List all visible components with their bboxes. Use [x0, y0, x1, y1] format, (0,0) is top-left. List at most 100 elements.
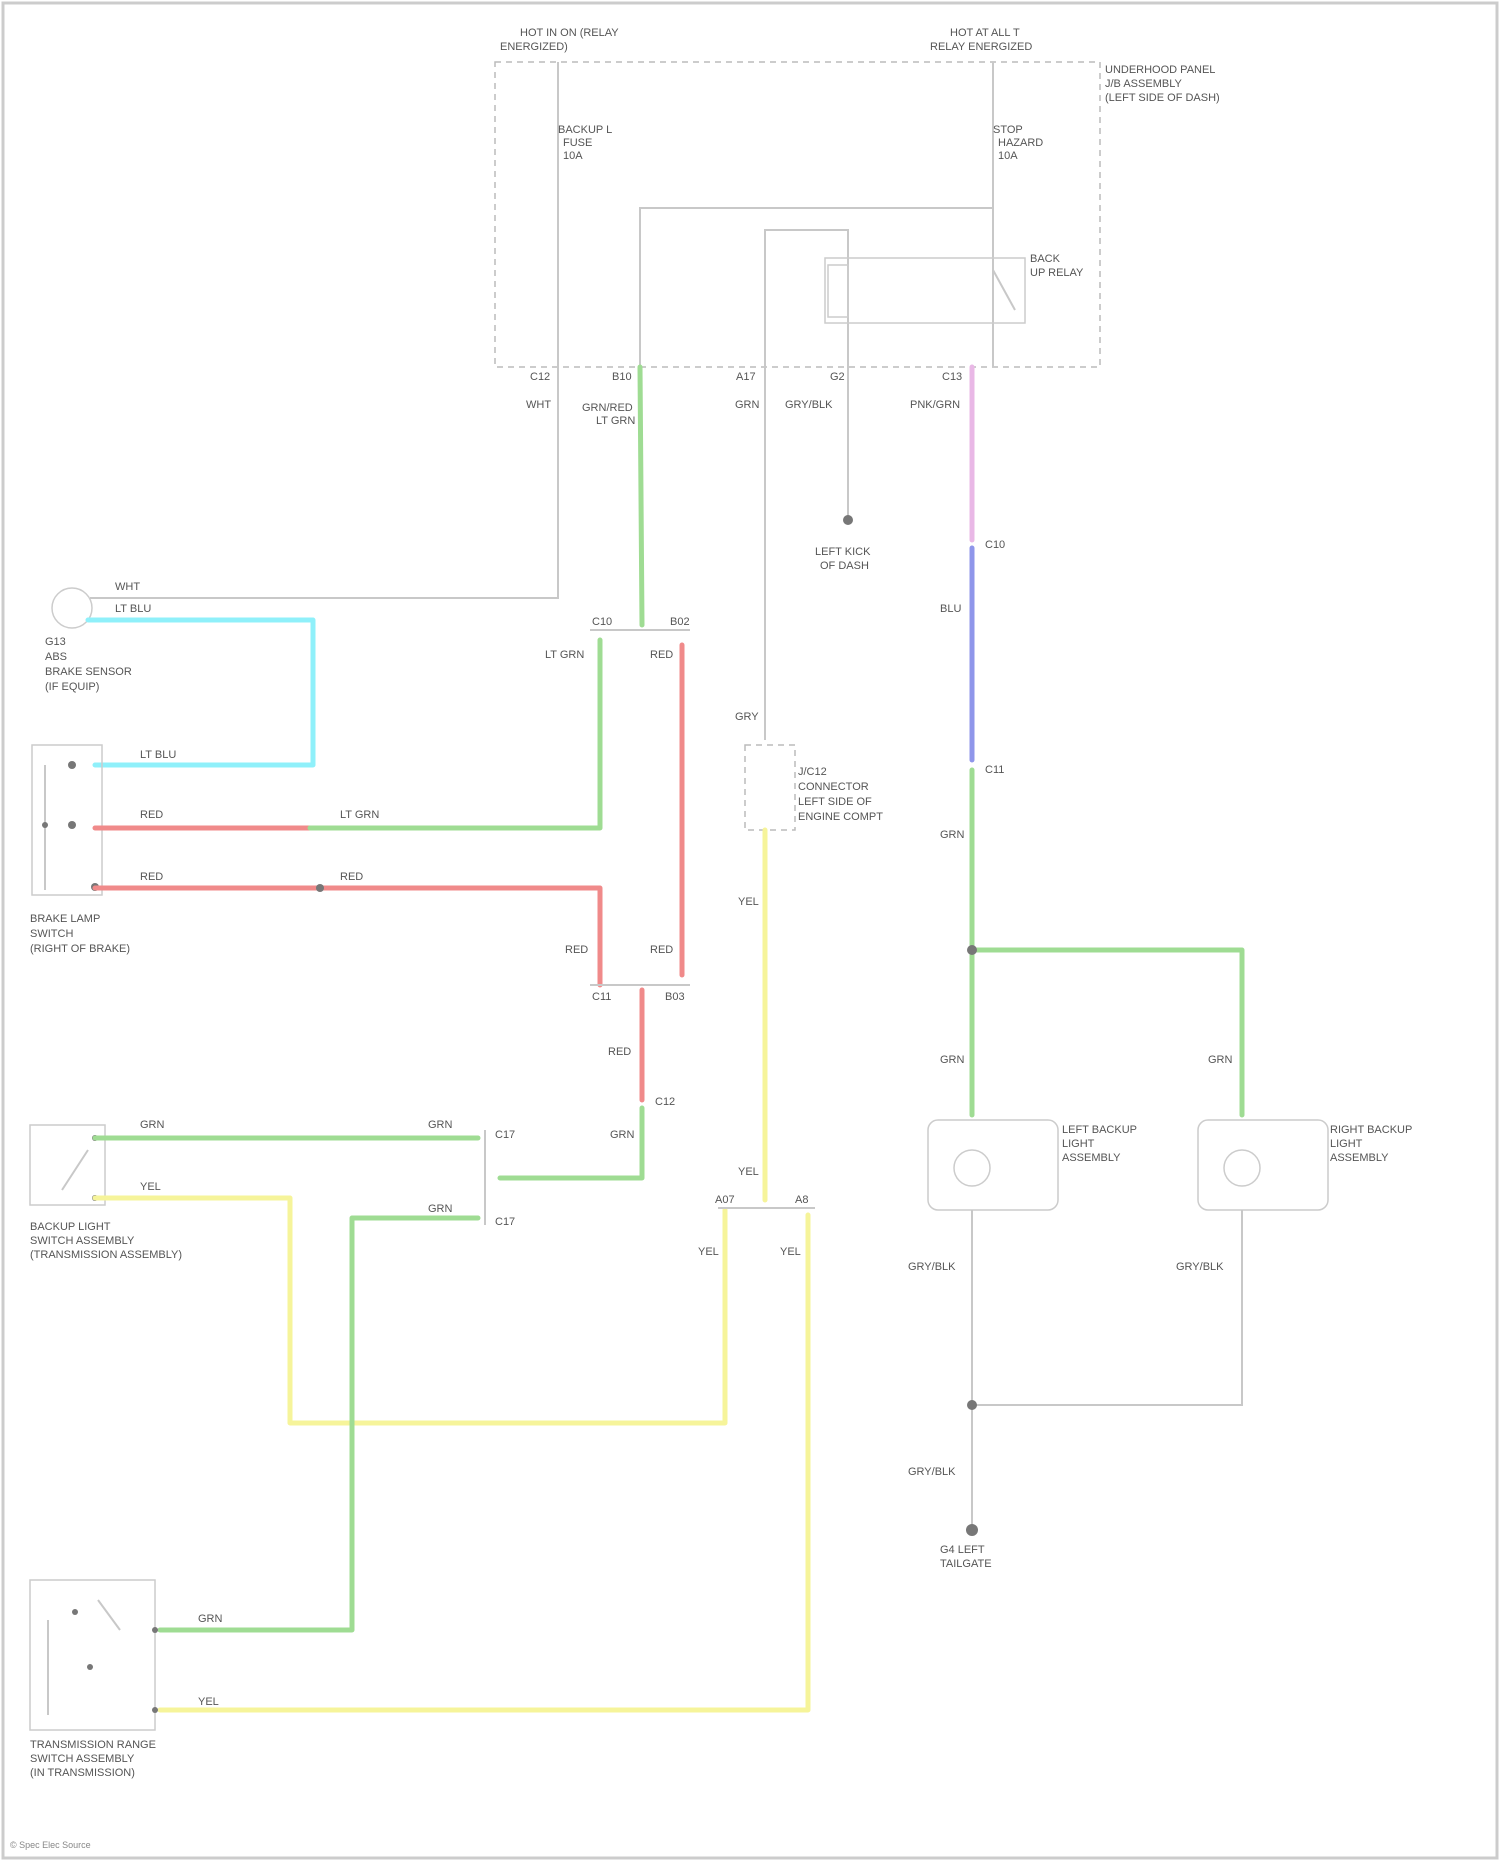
abs-sensor-symbol: [52, 588, 92, 628]
trs-yel-label: YEL: [198, 1696, 219, 1708]
green-wire-branch: [972, 950, 1242, 1115]
wire-gry4-label: GRY/BLK: [1176, 1261, 1224, 1273]
wire-yel4-label: YEL: [780, 1246, 801, 1258]
bus-grn2-label: GRN: [428, 1119, 453, 1131]
wire-grn6-label: GRN: [428, 1203, 453, 1215]
wire-gry5-label: GRY/BLK: [908, 1466, 956, 1478]
green-wire-c12: [500, 1108, 642, 1178]
wire-grn5-label: GRN: [1208, 1054, 1233, 1066]
bus-yel1-label: YEL: [140, 1181, 161, 1193]
tsw-label-3: (IN TRANSMISSION): [30, 1767, 135, 1779]
ltgreen-wire-1: [310, 640, 600, 828]
sensor-label-2: ABS: [45, 651, 67, 663]
wire-grn4-label: GRN: [940, 1054, 965, 1066]
relay-label-2: UP RELAY: [1030, 267, 1084, 279]
ground-mid-label-1: LEFT KICK: [815, 546, 871, 558]
conn-a8-label: A8: [795, 1194, 808, 1206]
mid-conn-label-2: CONNECTOR: [798, 781, 869, 793]
yellow-wire-backup-switch: [95, 1198, 725, 1423]
wire-gry2-label: GRY: [735, 711, 759, 723]
left-backup-lamp-bulb: [954, 1150, 990, 1186]
brake-switch-pin-2: [68, 821, 76, 829]
bus-grn1-label: GRN: [140, 1119, 165, 1131]
mid-conn-label-4: ENGINE COMPT: [798, 811, 883, 823]
junction-1-red: RED: [650, 649, 673, 661]
transmission-switch-arm: [98, 1600, 120, 1630]
trs-grn-label: GRN: [198, 1613, 223, 1625]
sw-red1-label: RED: [140, 809, 163, 821]
gray-wire-right-lamp: [972, 1210, 1242, 1405]
transmission-switch-pin-2: [87, 1664, 93, 1670]
panel-connectors: C12 B10 A17 G2 C13 WHT GRN/RED LT GRN GR…: [526, 371, 962, 427]
ground-splice: [967, 1400, 977, 1410]
wire-yel3-label: YEL: [698, 1246, 719, 1258]
wire-grn2-label: GRN: [940, 829, 965, 841]
fuse-left-label-3: 10A: [563, 150, 583, 162]
lamp-left-label-2: LIGHT: [1062, 1138, 1095, 1150]
panel-label-2: J/B ASSEMBLY: [1105, 78, 1182, 90]
wire-grn-label: GRN: [735, 399, 760, 411]
wire-yel-label: YEL: [738, 896, 759, 908]
sensor-wht-label: WHT: [115, 581, 140, 593]
sw-red2-label: RED: [140, 871, 163, 883]
backup-switch-arm: [62, 1150, 88, 1190]
underhood-panel-box: [495, 62, 1100, 367]
conn-a1: C12: [530, 371, 550, 383]
fuse-left-label-2: FUSE: [563, 137, 592, 149]
relay-coil-feed: [765, 230, 848, 367]
top-labels: HOT IN ON (RELAY ENERGIZED) HOT AT ALL T…: [500, 27, 1220, 104]
junction-1-ltgrn: LT GRN: [545, 649, 584, 661]
lamp-left-label-3: ASSEMBLY: [1062, 1152, 1121, 1164]
sw-label-1: BRAKE LAMP: [30, 913, 100, 925]
wire-gry3-label: GRY/BLK: [908, 1261, 956, 1273]
wire-grnred-label: GRN/RED: [582, 402, 633, 414]
fuse-right-label-1: STOP: [993, 124, 1023, 136]
ground-mid-label-2: OF DASH: [820, 560, 869, 572]
conn-a3: A17: [736, 371, 756, 383]
white-wire-sensor: [90, 367, 558, 598]
lamp-right-label-2: LIGHT: [1330, 1138, 1363, 1150]
sensor-label-3: BRAKE SENSOR: [45, 666, 132, 678]
sw-label-3: (RIGHT OF BRAKE): [30, 943, 130, 955]
transmission-switch-pin-1: [72, 1609, 78, 1615]
right-backup-lamp-box: [1198, 1120, 1328, 1210]
top-left-fuse-label-2: ENERGIZED): [500, 41, 568, 53]
ground-label-1: G4 LEFT: [940, 1544, 985, 1556]
relay-switch-arm: [993, 270, 1015, 310]
relay-box: [825, 258, 1025, 323]
green-wire-panel: [640, 367, 642, 625]
panel-label-3: (LEFT SIDE OF DASH): [1105, 92, 1220, 104]
mid-conn-label-3: LEFT SIDE OF: [798, 796, 872, 808]
ground-node-mid: [843, 515, 853, 525]
left-backup-lamp-box: [928, 1120, 1058, 1210]
lamp-left-label-1: LEFT BACKUP: [1062, 1124, 1137, 1136]
transmission-switch-pin-4: [152, 1707, 158, 1713]
wire-red4-label: RED: [608, 1046, 631, 1058]
fuse-left-label-1: BACKUP L: [558, 124, 612, 136]
wire-wht-label: WHT: [526, 399, 551, 411]
footer-text: © Spec Elec Source: [10, 1840, 91, 1850]
cyan-wire: [88, 620, 313, 765]
transmission-switch-pin-3: [152, 1627, 158, 1633]
fuse-right-label-2: HAZARD: [998, 137, 1043, 149]
relay-feed-line: [640, 208, 993, 367]
top-left-fuse-label-1: HOT IN ON (RELAY: [520, 27, 619, 39]
green-splice-right: [967, 945, 977, 955]
sensor-label-4: (IF EQUIP): [45, 681, 99, 693]
right-backup-lamp-bulb: [1224, 1150, 1260, 1186]
bsw-label-3: (TRANSMISSION ASSEMBLY): [30, 1249, 182, 1261]
junction-2-red1: RED: [565, 944, 588, 956]
ground-label-2: TAILGATE: [940, 1558, 992, 1570]
brake-switch-pin-1: [68, 761, 76, 769]
tsw-label-2: SWITCH ASSEMBLY: [30, 1753, 135, 1765]
panel-label-1: UNDERHOOD PANEL: [1105, 64, 1215, 76]
conn-a07-label: A07: [715, 1194, 735, 1206]
relay-label-1: BACK: [1030, 253, 1061, 265]
junction-1-conn-1: C10: [592, 616, 612, 628]
junction-2-red2: RED: [650, 944, 673, 956]
junction-1-conn-2: B02: [670, 616, 690, 628]
sw-red3-label: RED: [340, 871, 363, 883]
sw-ltgrn-label: LT GRN: [340, 809, 379, 821]
junction-2-conn-2: B03: [665, 991, 685, 1003]
